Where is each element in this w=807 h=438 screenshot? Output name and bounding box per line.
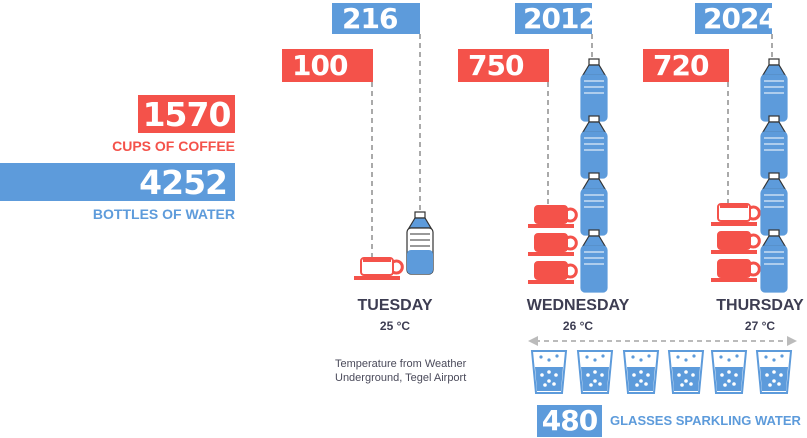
sparkling-badge: 480	[537, 405, 602, 437]
thursday-coffee-badge: 720	[643, 49, 729, 82]
sparkling-glass-icon	[622, 350, 660, 394]
sparkling-glass-icon	[530, 350, 568, 394]
sparkling-value: 480	[541, 404, 598, 437]
source-note-line-1: Temperature from Weather	[335, 358, 467, 370]
wednesday-coffee-cup-icon	[528, 205, 578, 228]
day-label-tuesday: TUESDAY	[357, 297, 433, 314]
thursday-water-badge: 2024	[695, 3, 778, 34]
tuesday-coffee-cup-icon	[354, 257, 404, 280]
sparkling-glass-icon	[667, 350, 705, 394]
wednesday-coffee-cup-icon	[528, 261, 578, 284]
thursday-water-bottle-icon	[760, 229, 788, 293]
thursday-coffee-cup-icon	[711, 203, 761, 226]
day-label-wednesday: WEDNESDAY	[526, 297, 630, 314]
thursday-water-bottle-icon	[760, 58, 788, 122]
thursday-water-value: 2024	[703, 1, 778, 35]
coffee-total-badge: 1570	[138, 95, 235, 133]
thursday-water-bottle-icon	[760, 172, 788, 236]
coffee-total-value: 1570	[142, 94, 232, 134]
temp-label-thursday: 27 °C	[744, 319, 776, 333]
thursday-coffee-value: 720	[653, 48, 709, 82]
water-total-badge: 4252	[0, 163, 235, 201]
wednesday-water-bottle-icon	[580, 229, 608, 293]
water-total-label: BOTTLES OF WATER	[92, 206, 235, 222]
tuesday-coffee-value: 100	[292, 48, 348, 82]
thursday-water-bottle-icon	[760, 115, 788, 179]
water-total-value: 4252	[139, 162, 228, 202]
thursday-coffee-cup-icon	[711, 231, 761, 254]
wednesday-water-bottle-icon	[580, 58, 608, 122]
wednesday-coffee-badge: 750	[458, 49, 549, 82]
sparkling-glass-icon	[576, 350, 614, 394]
wednesday-water-bottle-icon	[580, 172, 608, 236]
tuesday-water-bottle-icon	[406, 211, 434, 275]
tuesday-coffee-badge: 100	[282, 49, 373, 82]
sparkling-glass-icon	[710, 350, 748, 394]
wednesday-coffee-cup-icon	[528, 233, 578, 256]
wednesday-water-value-text: 2012	[523, 1, 598, 35]
arrow-left-icon	[528, 336, 538, 346]
wednesday-water-bottle-icon	[580, 115, 608, 179]
source-note: Temperature from Weather Underground, Te…	[335, 357, 466, 385]
day-label-thursday: THURSDAY	[716, 297, 804, 314]
tuesday-water-badge: 216	[332, 3, 420, 34]
arrow-right-icon	[787, 336, 797, 346]
wednesday-water-badge: 2024 2012	[515, 3, 598, 34]
source-note-line-2: Underground, Tegel Airport	[335, 372, 467, 384]
temp-label-wednesday: 26 °C	[562, 319, 594, 333]
thursday-coffee-cup-icon	[711, 259, 761, 282]
temp-label-tuesday: 25 °C	[379, 319, 411, 333]
wednesday-coffee-value: 750	[468, 48, 524, 82]
coffee-total-label: CUPS OF COFFEE	[112, 138, 235, 154]
sparkling-glass-icon	[755, 350, 793, 394]
sparkling-label: GLASSES SPARKLING WATER	[610, 413, 801, 428]
tuesday-water-value: 216	[342, 1, 398, 35]
